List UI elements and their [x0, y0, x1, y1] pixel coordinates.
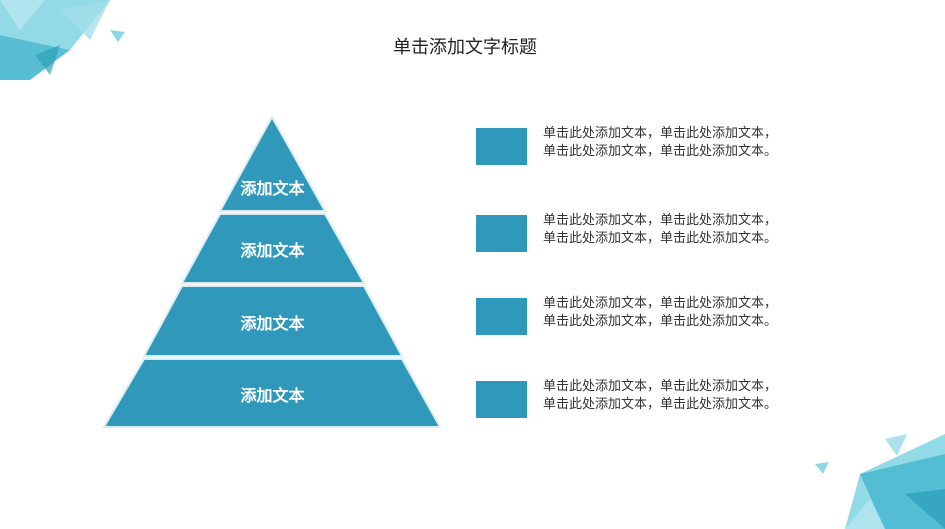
item-marker-square — [476, 298, 527, 335]
item-text-line-2: 单击此处添加文本，单击此处添加文本。 — [543, 397, 778, 412]
item-text[interactable]: 单击此处添加文本，单击此处添加文本， 单击此处添加文本，单击此处添加文本。 — [543, 125, 843, 161]
item-text-line-2: 单击此处添加文本，单击此处添加文本。 — [543, 144, 778, 159]
item-text-line-1: 单击此处添加文本，单击此处添加文本， — [543, 126, 778, 141]
item-text-line-1: 单击此处添加文本，单击此处添加文本， — [543, 213, 778, 228]
item-text-line-1: 单击此处添加文本，单击此处添加文本， — [543, 379, 778, 394]
pyramid-tier-2 — [180, 213, 366, 284]
item-text[interactable]: 单击此处添加文本，单击此处添加文本， 单击此处添加文本，单击此处添加文本。 — [543, 212, 843, 248]
pyramid-tier-4-label[interactable]: 添加文本 — [240, 386, 305, 405]
item-text[interactable]: 单击此处添加文本，单击此处添加文本， 单击此处添加文本，单击此处添加文本。 — [543, 378, 843, 414]
corner-decoration-bottom-right — [815, 434, 945, 529]
item-marker-square — [476, 215, 527, 252]
item-text-line-1: 单击此处添加文本，单击此处添加文本， — [543, 296, 778, 311]
slide-title[interactable]: 单击添加文字标题 — [393, 37, 537, 58]
pyramid-tier-4 — [102, 358, 442, 428]
item-text-line-2: 单击此处添加文本，单击此处添加文本。 — [543, 231, 778, 246]
pyramid-tier-3 — [142, 285, 404, 357]
item-marker-square — [476, 381, 527, 418]
pyramid-tier-3-label[interactable]: 添加文本 — [240, 314, 305, 333]
item-text-line-2: 单击此处添加文本，单击此处添加文本。 — [543, 314, 778, 329]
corner-decoration-top-left — [0, 0, 125, 80]
pyramid-tier-1 — [218, 114, 327, 212]
item-marker-square — [476, 128, 527, 165]
pyramid-tier-2-label[interactable]: 添加文本 — [240, 241, 305, 260]
item-text[interactable]: 单击此处添加文本，单击此处添加文本， 单击此处添加文本，单击此处添加文本。 — [543, 295, 843, 331]
pyramid-tier-1-label[interactable]: 添加文本 — [240, 179, 305, 198]
